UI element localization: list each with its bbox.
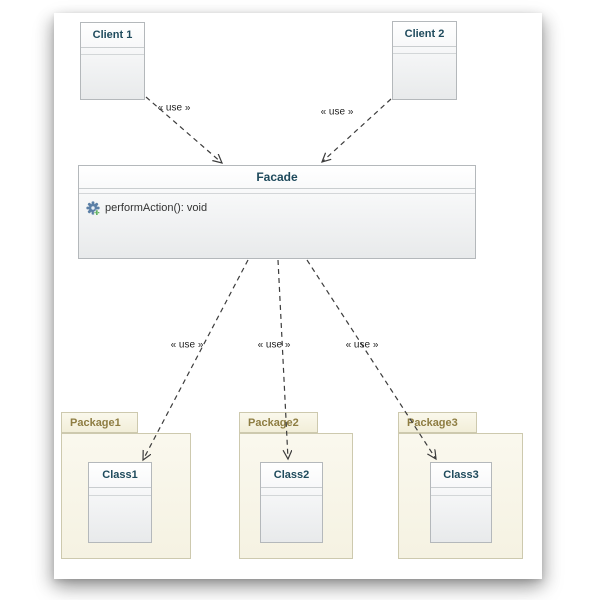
- class-box-facade: Facade: [78, 165, 476, 259]
- package-tab-package2: Package2: [239, 412, 318, 433]
- use-stereotype-label: « use »: [170, 339, 204, 351]
- operations-compartment: performAction(): void: [79, 194, 475, 258]
- class-title-class1: Class1: [89, 463, 151, 488]
- operations-compartment: [81, 55, 144, 99]
- method-label: performAction(): void: [105, 202, 208, 214]
- class-title-class2: Class2: [261, 463, 322, 488]
- attributes-compartment: [393, 47, 456, 54]
- use-stereotype-label: « use »: [157, 102, 191, 114]
- package-tab-package3: Package3: [398, 412, 477, 433]
- class-title-class3: Class3: [431, 463, 491, 488]
- use-stereotype-label: « use »: [345, 339, 379, 351]
- class-title-facade: Facade: [79, 166, 475, 189]
- class-box-class1: Class1: [88, 462, 152, 543]
- attributes-compartment: [81, 48, 144, 55]
- attributes-compartment: [79, 189, 475, 194]
- operations-compartment: [393, 54, 456, 99]
- class-title-client1: Client 1: [81, 23, 144, 48]
- class-box-client2: Client 2: [392, 21, 457, 100]
- use-stereotype-label: « use »: [257, 339, 291, 351]
- attributes-compartment: [89, 488, 151, 496]
- attributes-compartment: [261, 488, 322, 496]
- diagram-page: Client 1 Client 2 Facade: [54, 13, 542, 579]
- dependency-arrow-facade-class1: [143, 259, 249, 460]
- class-box-client1: Client 1: [80, 22, 145, 100]
- package-tab-package1: Package1: [61, 412, 138, 433]
- use-stereotype-label: « use »: [320, 106, 354, 118]
- attributes-compartment: [431, 488, 491, 496]
- gear-plus-icon: [86, 201, 100, 215]
- operations-compartment: [261, 496, 322, 542]
- class-box-class2: Class2: [260, 462, 323, 543]
- class-title-client2: Client 2: [393, 22, 456, 47]
- class-box-class3: Class3: [430, 462, 492, 543]
- method-item: performAction(): void: [79, 194, 475, 215]
- operations-compartment: [89, 496, 151, 542]
- operations-compartment: [431, 496, 491, 542]
